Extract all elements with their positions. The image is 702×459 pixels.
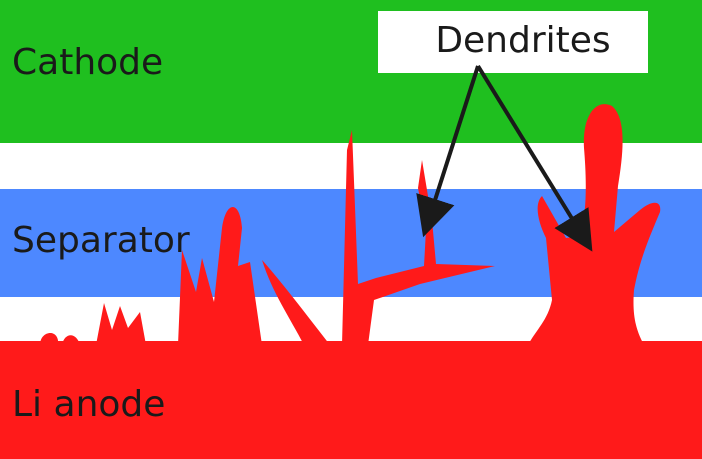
anode-label: Li anode (12, 384, 165, 425)
dendrites-callout-label: Dendrites (435, 20, 610, 61)
dendrites-group (40, 104, 661, 346)
dendrite-bump-2 (62, 335, 80, 345)
arrow-to-left-dendrite (416, 65, 480, 238)
dendrite-small-spikes (96, 303, 146, 345)
separator-label: Separator (12, 220, 190, 261)
dendrite-slanted-leaf (262, 260, 330, 345)
dendrite-bump-1 (40, 332, 59, 345)
dendrite-left-tuft (178, 207, 262, 345)
cathode-label: Cathode (12, 42, 163, 83)
arrow-to-right-dendrite (476, 64, 593, 252)
dendrites-callout-box (378, 11, 648, 73)
anode-layer (0, 341, 702, 459)
dendrite-tall-branch (342, 130, 495, 345)
dendrite-right-tree (528, 104, 661, 346)
